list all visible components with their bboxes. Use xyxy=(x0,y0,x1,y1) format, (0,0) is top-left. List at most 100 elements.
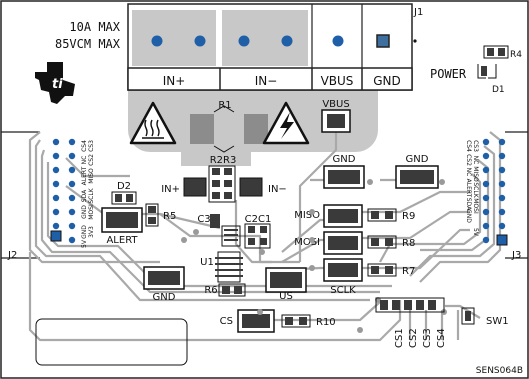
rating-voltage: 85VCM MAX xyxy=(55,37,121,51)
svg-text:ALERT: ALERT xyxy=(465,179,472,198)
led-d1 xyxy=(477,64,497,79)
svg-text:3V3: 3V3 xyxy=(88,226,95,238)
shunt-pad-right xyxy=(244,114,268,144)
resistor-r4 xyxy=(483,45,509,59)
ic-u1 xyxy=(215,251,243,283)
resistor-r5 xyxy=(145,203,159,227)
shunt-pad-left xyxy=(190,114,214,144)
svg-text:MOSI: MOSI xyxy=(472,198,479,214)
label-sw1: SW1 xyxy=(486,316,509,327)
label-area-box xyxy=(35,318,188,366)
label-u1: U1 xyxy=(200,257,214,268)
label-r5: R5 xyxy=(163,211,176,222)
j1-label-in-plus: IN+ xyxy=(163,74,186,88)
svg-text:ti: ti xyxy=(52,77,63,92)
label-miso: MISO xyxy=(294,210,320,221)
label-sclk: SCLK xyxy=(330,285,356,296)
svg-text:5V: 5V xyxy=(472,228,479,237)
label-cs: CS xyxy=(220,316,233,327)
label-cs4: CS4 xyxy=(436,328,447,348)
led-d2 xyxy=(111,191,137,205)
svg-text:MISO: MISO xyxy=(88,168,95,184)
svg-text:NC: NC xyxy=(81,156,88,165)
svg-text:CS2: CS2 xyxy=(88,154,95,166)
j1-pin-in-plus-a xyxy=(151,35,163,47)
j1-pin-in-minus-a xyxy=(238,35,250,47)
header-j3[interactable] xyxy=(482,138,508,246)
part-number: SENS064B xyxy=(476,366,523,376)
j1-pin-gnd xyxy=(376,34,390,48)
in-plus-pad xyxy=(183,177,207,197)
svg-text:MOSI: MOSI xyxy=(88,204,95,220)
j1-label-vbus: VBUS xyxy=(321,74,354,88)
label-r8: R8 xyxy=(402,238,415,249)
in-minus-pad xyxy=(239,177,263,197)
switch-sw1[interactable] xyxy=(461,307,475,325)
label-r2r3: R2R3 xyxy=(210,155,237,166)
svg-text:ALERT: ALERT xyxy=(81,166,88,185)
svg-text:NC: NC xyxy=(465,168,472,177)
label-c3: C3 xyxy=(197,214,210,225)
cs-jumpers[interactable] xyxy=(375,297,445,313)
j1-pin-in-minus-b xyxy=(281,35,293,47)
label-cs2: CS2 xyxy=(408,328,419,348)
hot-surface-warning-icon xyxy=(129,101,177,145)
svg-text:5V: 5V xyxy=(81,239,88,248)
label-us: US xyxy=(279,291,293,302)
label-c2c1: C2C1 xyxy=(245,214,272,225)
label-power: POWER xyxy=(430,67,467,81)
rating-current: 10A MAX xyxy=(69,20,120,34)
svg-text:GND: GND xyxy=(465,209,472,223)
svg-text:GND: GND xyxy=(81,225,88,239)
terminal-block-j1[interactable]: IN+ IN− VBUS GND xyxy=(127,3,413,91)
svg-text:MISO: MISO xyxy=(472,166,479,182)
label-d2: D2 xyxy=(117,181,131,192)
j1-ref: J1 xyxy=(413,7,423,18)
label-r6: R6 xyxy=(204,285,217,296)
j1-label-in-minus: IN− xyxy=(255,74,278,88)
label-r10: R10 xyxy=(316,317,336,328)
label-r9: R9 xyxy=(402,211,415,222)
j3-ref: J3 xyxy=(511,250,521,261)
resistors-r2-r3 xyxy=(208,165,236,203)
ti-logo-icon: ti xyxy=(35,62,75,104)
resistor-r7 xyxy=(367,263,397,277)
label-r7: R7 xyxy=(402,266,415,277)
label-gnd-a: GND xyxy=(333,154,356,165)
svg-text:CS4: CS4 xyxy=(465,140,472,152)
label-d1: D1 xyxy=(492,85,505,95)
svg-text:SCLK: SCLK xyxy=(88,187,95,203)
svg-text:CS2: CS2 xyxy=(465,154,472,166)
ic-u1-upper xyxy=(221,225,241,247)
resistor-r9 xyxy=(367,208,397,222)
j1-label-gnd: GND xyxy=(373,74,401,88)
j1-pin-in-plus-b xyxy=(194,35,206,47)
svg-text:SCLK: SCLK xyxy=(472,182,479,198)
label-mosi: MOSI xyxy=(294,237,320,248)
svg-text:NC: NC xyxy=(472,156,479,165)
j3-pin-labels: CS4 CS2 NC ALERT SDA GND CS3 NC MISO SCL… xyxy=(465,140,479,237)
label-cs3: CS3 xyxy=(422,328,433,348)
resistor-r10 xyxy=(281,314,311,328)
svg-text:SDA: SDA xyxy=(81,189,88,202)
high-voltage-warning-icon xyxy=(262,101,310,145)
label-in-minus: IN− xyxy=(268,184,287,195)
label-alert: ALERT xyxy=(106,235,138,246)
label-in-plus: IN+ xyxy=(161,184,180,195)
svg-text:CS4: CS4 xyxy=(81,140,88,152)
svg-text:CS3: CS3 xyxy=(88,140,95,152)
label-gnd-c: GND xyxy=(153,292,176,303)
label-gnd-b: GND xyxy=(406,154,429,165)
j1-pin-vbus xyxy=(332,35,344,47)
label-vbus: VBUS xyxy=(322,99,349,110)
header-j2[interactable] xyxy=(50,138,76,244)
svg-text:SDA: SDA xyxy=(465,198,472,211)
label-r4: R4 xyxy=(510,50,522,60)
capacitors-c1-c2 xyxy=(244,223,271,249)
j2-pin-labels: CS4 NC ALERT SDA GND CS3 CS2 MISO SCLK M… xyxy=(81,140,95,248)
resistor-r8 xyxy=(367,235,397,249)
svg-text:CS3: CS3 xyxy=(472,140,479,152)
pin1-marker xyxy=(413,39,417,43)
j2-ref: J2 xyxy=(7,250,17,261)
